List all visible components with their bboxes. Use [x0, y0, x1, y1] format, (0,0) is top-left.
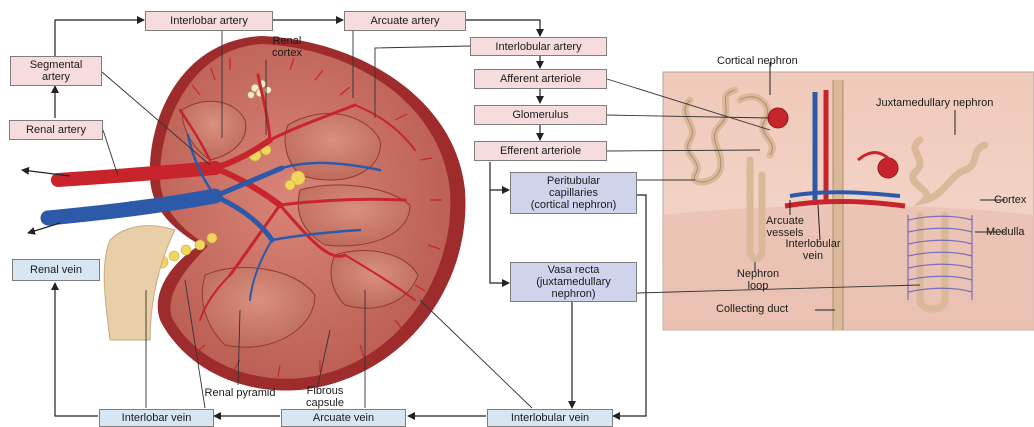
- interlobular-artery-box: Interlobular artery: [470, 37, 607, 56]
- juxtamedullary-nephron-label: Juxtamedullary nephron: [876, 97, 993, 109]
- cortical-glomerulus: [768, 108, 788, 128]
- renal-cortex-label: Renal cortex: [262, 35, 312, 59]
- segmental-artery-box: Segmental artery: [10, 56, 102, 86]
- renal-vein-box: Renal vein: [12, 259, 100, 281]
- efferent-arteriole-box: Efferent arteriole: [474, 141, 607, 161]
- vasa-recta-box: Vasa recta (juxtamedullary nephron): [510, 262, 637, 302]
- nephron-inset: [663, 72, 1034, 330]
- peritubular-capillaries-box: Peritubular capillaries (cortical nephro…: [510, 172, 637, 214]
- arcuate-artery-box: Arcuate artery: [344, 11, 466, 31]
- kidney-illustration: [48, 36, 465, 390]
- interlobular-vein-inset-label: Interlobular vein: [778, 238, 848, 262]
- medulla-label: Medulla: [986, 226, 1025, 238]
- interlobular-vein-box: Interlobular vein: [487, 409, 613, 427]
- nephron-loop-label: Nephron loop: [728, 268, 788, 292]
- arcuate-vessels-label: Arcuate vessels: [755, 215, 815, 239]
- arcuate-vein-box: Arcuate vein: [281, 409, 406, 427]
- fibrous-capsule-label: Fibrous capsule: [295, 385, 355, 409]
- cortical-nephron-label: Cortical nephron: [717, 55, 798, 67]
- afferent-arteriole-box: Afferent arteriole: [474, 69, 607, 89]
- cortex-label: Cortex: [994, 194, 1026, 206]
- glomerulus-box: Glomerulus: [474, 105, 607, 125]
- renal-artery-box: Renal artery: [9, 120, 103, 140]
- juxtamedullary-glomerulus: [878, 158, 898, 178]
- interlobar-vein-box: Interlobar vein: [99, 409, 214, 427]
- renal-pyramid-label: Renal pyramid: [190, 387, 290, 399]
- collecting-duct-label: Collecting duct: [716, 303, 788, 315]
- interlobar-artery-box: Interlobar artery: [145, 11, 273, 31]
